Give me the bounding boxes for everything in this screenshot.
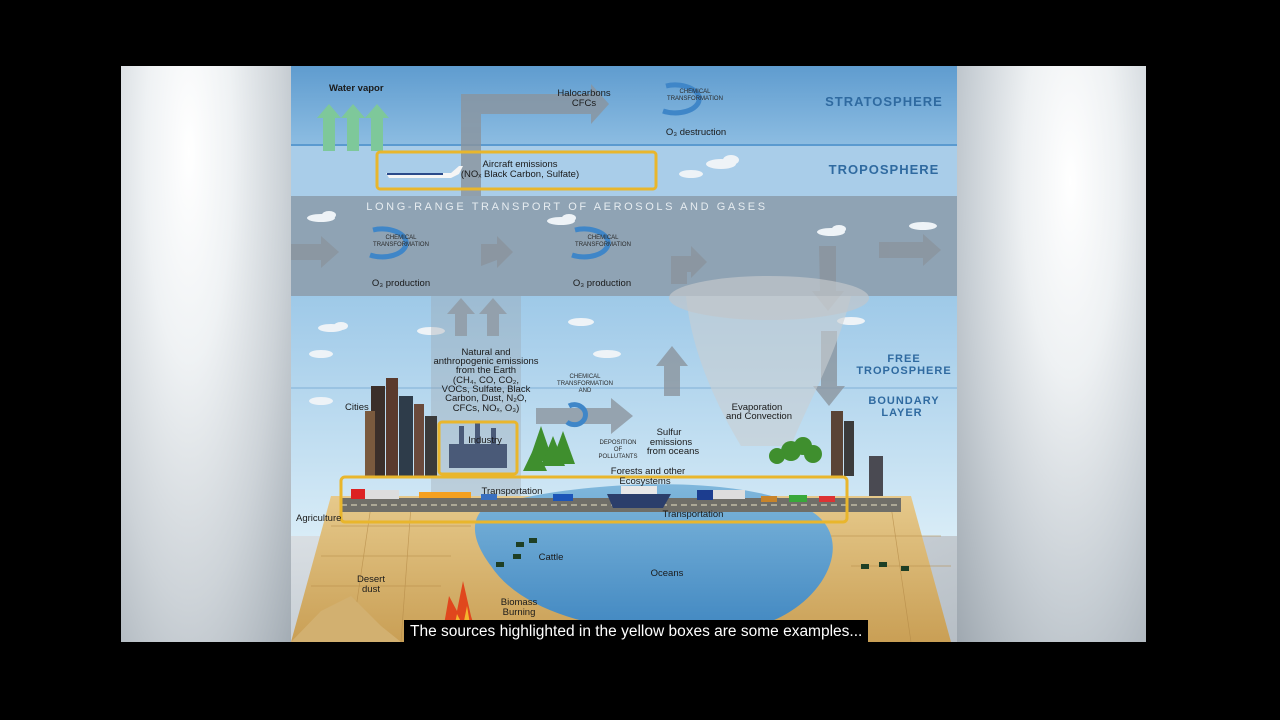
- chem-trans-and-line-1: CHEMICAL: [569, 374, 601, 380]
- industry-highlight-box: [437, 420, 519, 476]
- airplane: [386, 166, 463, 178]
- sulfur-emissions-line-3: from oceans: [647, 446, 700, 457]
- desert-dust-line-1: Desert: [357, 574, 385, 585]
- sulfur-emissions-line-2: emissions: [650, 437, 692, 448]
- natural-emissions-line-2: anthropogenic emissions: [433, 356, 538, 367]
- transportation-label-2: Transportation: [663, 509, 724, 520]
- free-troposphere-line-1: FREE: [887, 353, 920, 365]
- clouds: [307, 155, 937, 405]
- biomass-line-2: Burning: [503, 607, 536, 618]
- aircraft-emissions-label: Aircraft emissions: [483, 159, 558, 170]
- chem-trans-label-1a: CHEMICAL: [679, 89, 711, 95]
- cloud-background-right: [957, 66, 1146, 642]
- cattle-label: Cattle: [539, 552, 564, 563]
- evaporation-line-1: Evaporation: [732, 402, 783, 413]
- highlight-boxes: [339, 150, 849, 524]
- o3-production-label-2: O₃ production: [573, 278, 631, 289]
- chem-trans-label-3a: CHEMICAL: [587, 235, 619, 241]
- halocarbons-label: Halocarbons: [557, 88, 611, 99]
- industry-label: Industry: [468, 435, 502, 446]
- aircraft-emissions-detail: (NOₓ Black Carbon, Sulfate): [461, 169, 579, 180]
- trees: [523, 426, 822, 471]
- atmospheric-pollution-diagram: Water vapor Halocarbons CFCs CHEMICAL TR…: [291, 66, 957, 642]
- transportation-label-1: Transportation: [482, 486, 543, 497]
- natural-emissions-line-4: (CH₄, CO, CO₂,: [453, 375, 519, 386]
- aircraft-highlight-box: [375, 150, 658, 191]
- water-vapor-arrows: [317, 104, 389, 151]
- natural-emissions-label: Natural and anthropogenic emissions from…: [433, 347, 538, 414]
- chem-trans-label-2a: CHEMICAL: [385, 235, 417, 241]
- chem-trans-and-line-2: TRANSFORMATION: [557, 381, 613, 387]
- industry-factory: [449, 422, 507, 468]
- o3-destruction-label: O₃ destruction: [666, 127, 726, 138]
- natural-emissions-line-6: Carbon, Dust, N₂O,: [445, 393, 527, 404]
- natural-emissions-line-7: CFCs, NOₓ, O₃): [453, 403, 520, 414]
- evaporation-line-2: and Convection: [726, 411, 792, 422]
- natural-emissions-line-3: from the Earth: [456, 365, 516, 376]
- forests-line-1: Forests and other: [611, 466, 685, 477]
- deposition-line-3: POLLUTANTS: [599, 454, 638, 460]
- oceans-label: Oceans: [651, 568, 684, 579]
- cattle: [496, 538, 909, 571]
- natural-emissions-line-5: VOCs, Sulfate, Black: [442, 384, 531, 395]
- chem-trans-label-1b: TRANSFORMATION: [667, 96, 723, 102]
- natural-emissions-line-1: Natural and: [461, 347, 510, 358]
- chem-trans-and-line-3: AND: [579, 388, 592, 394]
- chem-trans-label-2b: TRANSFORMATION: [373, 242, 429, 248]
- transportation-highlight-box: [339, 475, 849, 524]
- cloud-background-left: [121, 66, 291, 642]
- boundary-layer-line-1: BOUNDARY: [868, 395, 939, 407]
- deposition-line-1: DEPOSITION: [599, 440, 636, 446]
- o3-production-label-1: O₃ production: [372, 278, 430, 289]
- agriculture-label: Agriculture: [296, 513, 341, 524]
- chem-trans-label-3b: TRANSFORMATION: [575, 242, 631, 248]
- stratosphere-band: [291, 66, 957, 146]
- free-troposphere-line-2: TROPOSPHERE: [856, 365, 951, 377]
- sulfur-emissions-line-1: Sulfur: [657, 427, 682, 438]
- stratosphere-label: STRATOSPHERE: [825, 94, 943, 109]
- forests-line-2: Ecosystems: [619, 476, 670, 487]
- cfcs-label: CFCs: [572, 98, 597, 109]
- long-range-transport-label: LONG-RANGE TRANSPORT OF AEROSOLS AND GAS…: [366, 201, 767, 213]
- troposphere-label: TROPOSPHERE: [829, 162, 940, 177]
- cities-label: Cities: [345, 402, 369, 413]
- transport-band: [291, 196, 957, 296]
- biomass-line-1: Biomass: [501, 597, 538, 608]
- desert-dust-line-2: dust: [362, 584, 380, 595]
- convection-plume: [686, 296, 851, 446]
- water-vapor-label: Water vapor: [329, 83, 384, 94]
- video-subtitle: The sources highlighted in the yellow bo…: [404, 620, 869, 644]
- boundary-layer-line-2: LAYER: [881, 407, 922, 419]
- deposition-line-2: OF: [614, 447, 623, 453]
- vehicles: [351, 486, 835, 508]
- city-buildings: [365, 378, 883, 496]
- chem-cycle-icons: [369, 82, 702, 428]
- desert-dunes: [291, 596, 401, 642]
